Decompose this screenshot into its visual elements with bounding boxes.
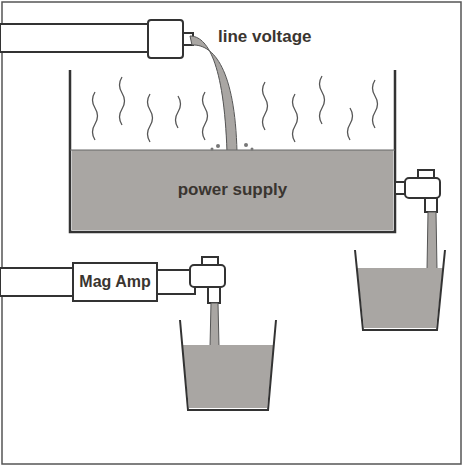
liquid <box>72 150 393 230</box>
node-text: Mag Amp <box>79 273 150 291</box>
tap <box>405 178 440 198</box>
node-text: power supply <box>178 180 288 200</box>
glass <box>180 320 276 410</box>
pipe <box>0 24 150 52</box>
spout <box>425 198 437 212</box>
glass-liquid <box>357 268 443 328</box>
water-stream <box>190 36 237 152</box>
splash <box>211 143 254 151</box>
surface <box>70 150 395 151</box>
glass <box>355 250 445 330</box>
pipe-fitting <box>148 20 183 58</box>
tank <box>70 70 395 232</box>
line-voltage-label: line voltage <box>216 27 314 47</box>
glass-liquid <box>182 345 274 408</box>
water-stream <box>427 212 437 270</box>
pipe <box>0 268 76 296</box>
heat-waves <box>93 76 378 142</box>
water-stream <box>210 303 219 347</box>
spout <box>208 287 220 303</box>
tap-handle <box>202 257 218 265</box>
tank-contents: power supply <box>72 152 393 228</box>
mag-amp-box: Mag Amp <box>72 262 158 302</box>
tap-handle <box>418 170 434 178</box>
tap <box>190 265 225 287</box>
